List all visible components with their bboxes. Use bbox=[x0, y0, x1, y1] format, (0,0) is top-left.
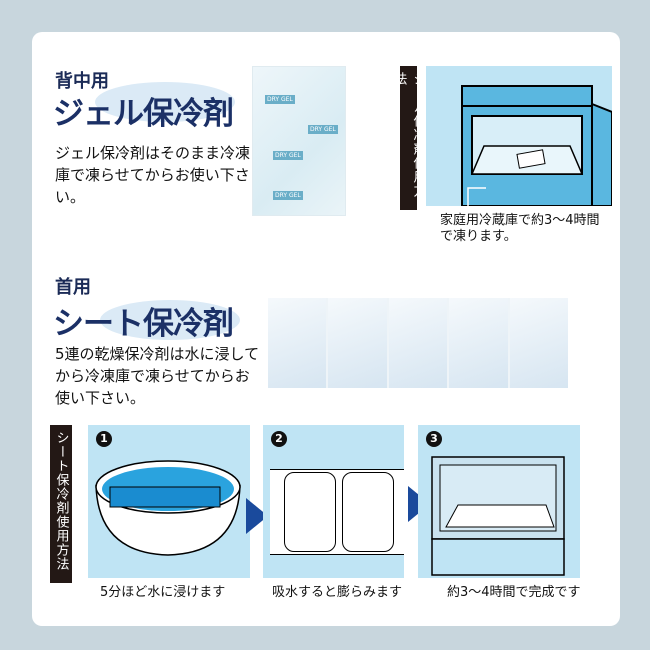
gel-usage-caption: 家庭用冷蔵庫で約3〜4時間で凍ります。 bbox=[440, 213, 600, 244]
step-2-panel: 2 bbox=[263, 425, 404, 578]
fridge-illustration bbox=[426, 66, 613, 207]
title-highlight bbox=[95, 82, 235, 122]
sheet-description: 5連の乾燥保冷剤は水に浸してから冷凍庫で凍らせてからお使い下さい。 bbox=[55, 345, 260, 407]
sheet-subtitle: 首用 bbox=[55, 277, 91, 298]
gel-subtitle: 背中用 bbox=[55, 71, 109, 92]
swollen-sheet-icon bbox=[270, 469, 404, 555]
arrow-icon bbox=[246, 498, 268, 534]
fridge-icon bbox=[461, 85, 613, 207]
bowl-icon bbox=[95, 460, 241, 556]
sheet-usage-label: シート保冷剤使用方法 bbox=[50, 425, 72, 583]
step-number: 2 bbox=[271, 431, 287, 447]
pack-print: DRY GEL bbox=[308, 125, 338, 134]
gel-usage-label: ジェル保冷剤使用方法 bbox=[392, 66, 426, 210]
gel-title: ジェル保冷剤 bbox=[53, 96, 234, 132]
step-number: 1 bbox=[96, 431, 112, 447]
pack-print: DRY GEL bbox=[273, 191, 303, 200]
step-number: 3 bbox=[426, 431, 442, 447]
step-3-panel: 3 bbox=[418, 425, 580, 578]
gel-description: ジェル保冷剤はそのまま冷凍庫で凍らせてからお使い下さい。 bbox=[55, 144, 251, 206]
pack-print: DRY GEL bbox=[273, 151, 303, 160]
step-2-caption: 吸水すると膨らみます bbox=[272, 585, 403, 600]
step-1-panel: 1 bbox=[88, 425, 250, 578]
title-highlight bbox=[100, 300, 240, 340]
sheet-pack-image bbox=[268, 298, 569, 388]
freezer-icon bbox=[431, 456, 565, 576]
step-1-caption: 5分ほど水に浸けます bbox=[100, 585, 226, 600]
sheet-title: シート保冷剤 bbox=[53, 306, 234, 342]
gel-pack-image: DRY GEL DRY GEL DRY GEL DRY GEL bbox=[252, 66, 346, 216]
pack-print: DRY GEL bbox=[265, 95, 295, 104]
step-3-caption: 約3〜4時間で完成です bbox=[447, 585, 581, 600]
